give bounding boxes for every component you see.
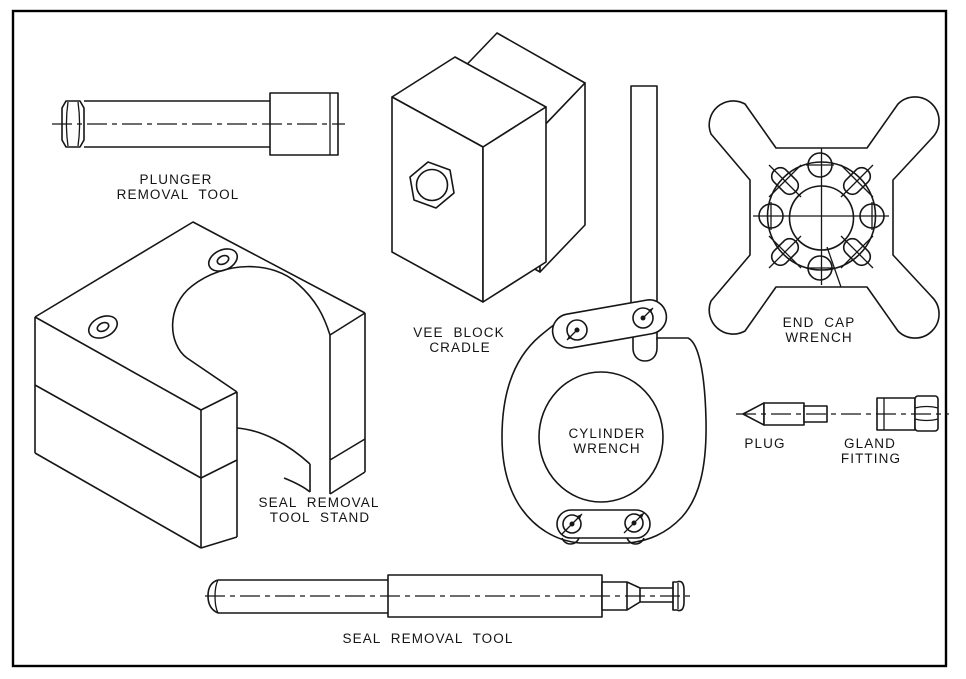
label-gland-fitting-line2: FITTING	[841, 451, 901, 466]
drawing-border	[11, 9, 948, 668]
cylinder-wrench-drawing: CYLINDER WRENCH	[501, 85, 707, 545]
slot-ne	[840, 164, 874, 198]
plug-drawing: PLUG	[742, 402, 828, 451]
end-cap-wrench-drawing: END CAP WRENCH	[708, 96, 940, 345]
slot-sw	[768, 235, 802, 269]
label-cylinder-wrench-line1: CYLINDER	[568, 426, 645, 441]
label-seal-removal-tool-stand-line1: SEAL REMOVAL	[259, 495, 380, 510]
label-cylinder-wrench-line2: WRENCH	[573, 441, 640, 456]
stand-hole-left	[87, 315, 119, 339]
stand-hole-right	[207, 248, 239, 272]
slot-nw	[768, 164, 802, 198]
top-link	[551, 299, 668, 349]
label-gland-fitting-line1: GLAND	[844, 436, 896, 451]
gland-fitting-drawing: GLAND FITTING	[736, 395, 949, 466]
label-end-cap-wrench-line1: END CAP	[783, 315, 856, 330]
label-plunger-removal-tool-line1: PLUNGER	[140, 172, 213, 187]
label-vee-block-cradle-line2: CRADLE	[429, 340, 490, 355]
seal-removal-tool-stand-drawing: SEAL REMOVAL TOOL STAND	[34, 221, 380, 549]
seal-removal-tool-drawing: SEAL REMOVAL TOOL	[205, 574, 692, 646]
plunger-removal-tool-drawing: PLUNGER REMOVAL TOOL	[52, 92, 345, 202]
vee-block-cradle-drawing: VEE BLOCK CRADLE	[391, 32, 586, 355]
label-seal-removal-tool-stand-line2: TOOL STAND	[270, 510, 371, 525]
label-seal-removal-tool: SEAL REMOVAL TOOL	[342, 631, 513, 646]
label-plug: PLUG	[744, 436, 785, 451]
slot-se	[840, 235, 874, 269]
leader-line	[826, 246, 842, 288]
label-end-cap-wrench-line2: WRENCH	[785, 330, 852, 345]
label-plunger-removal-tool-line2: REMOVAL TOOL	[117, 187, 240, 202]
wrench-handle	[630, 85, 658, 340]
label-vee-block-cradle-line1: VEE BLOCK	[413, 325, 504, 340]
